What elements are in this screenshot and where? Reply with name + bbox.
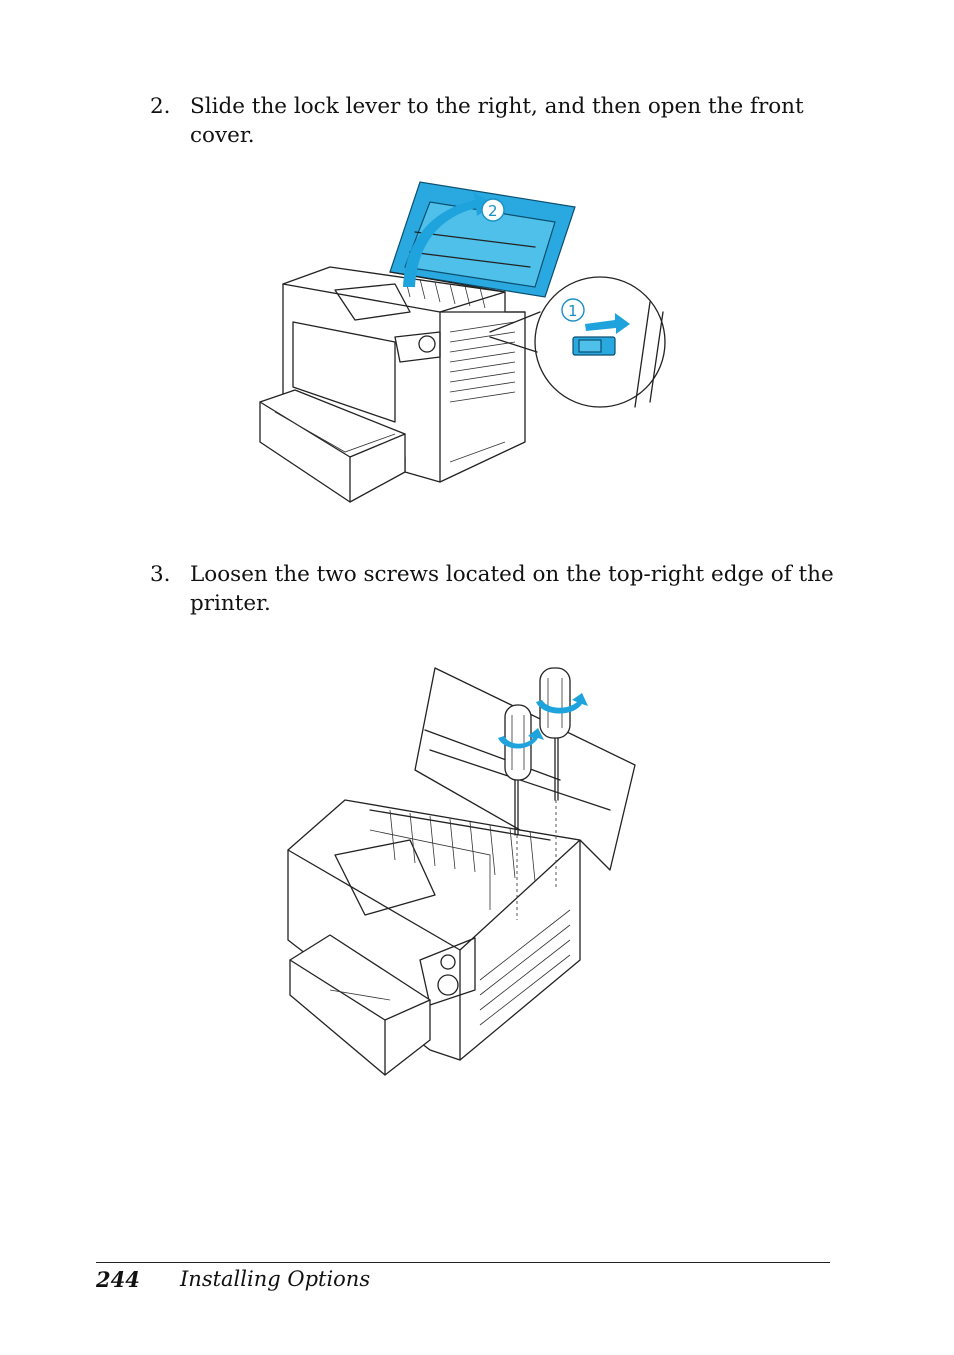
- printer-illustration: 2 1: [259, 181, 666, 503]
- callout-1: 1: [568, 302, 578, 320]
- step-text: Loosen the two screws located on the top…: [190, 562, 834, 616]
- footer-section-title: Installing Options: [180, 1267, 371, 1291]
- figure-open-front-cover: 2 1: [255, 172, 670, 507]
- step-text: Slide the lock lever to the right, and t…: [190, 94, 804, 148]
- figure-loosen-screws: [280, 660, 645, 1080]
- step-number: 3.: [150, 562, 171, 587]
- footer-rule: [96, 1262, 830, 1263]
- screwdriver-illustration: [287, 667, 636, 1076]
- callout-2: 2: [488, 202, 498, 220]
- step-number: 2.: [150, 94, 171, 119]
- page-number: 244: [96, 1267, 140, 1292]
